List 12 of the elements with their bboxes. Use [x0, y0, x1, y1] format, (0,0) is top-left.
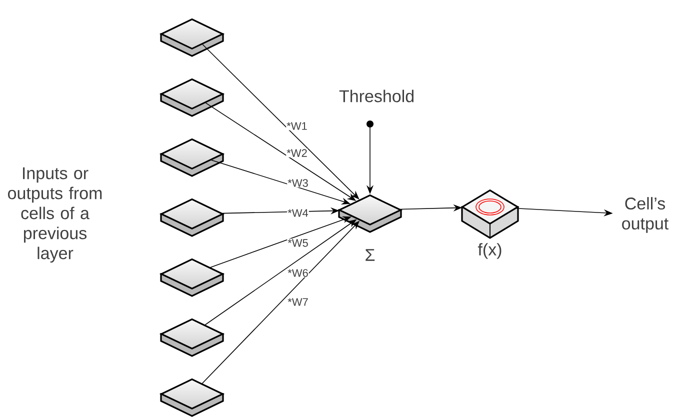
side-label: Inputs or outputs from cells of a previous layer: [8, 167, 102, 263]
node-label: Threshold: [339, 90, 414, 102]
edge-label: *W2: [286, 148, 308, 158]
node-label: Cell’s output: [622, 197, 668, 233]
edge-label: *W4: [287, 208, 309, 218]
edge-label: *W3: [287, 178, 309, 188]
edge-label: *W6: [287, 268, 309, 278]
edge-label: *W7: [287, 298, 309, 306]
node-caption: f(x): [478, 243, 502, 259]
edge-label: *W5: [287, 238, 309, 248]
node-caption: Σ: [366, 249, 375, 261]
edge-label: *W1: [286, 122, 308, 130]
